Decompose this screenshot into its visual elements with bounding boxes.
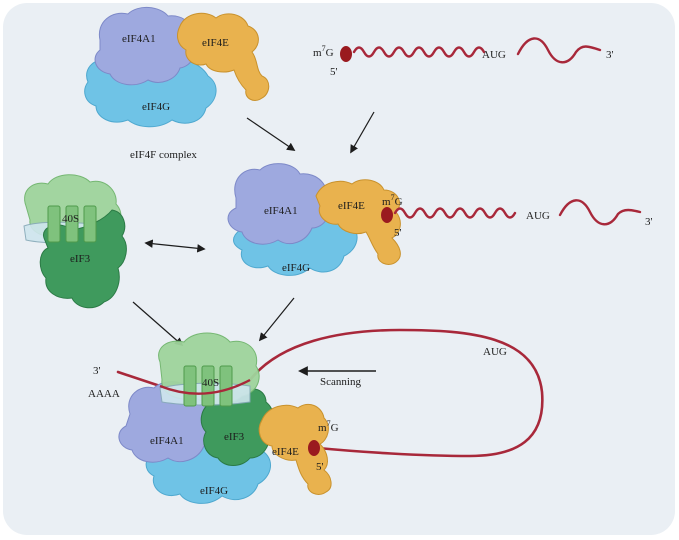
eif4e-blob — [315, 179, 401, 265]
cap-m: m — [313, 47, 322, 59]
eif4e-label: eIF4E — [338, 200, 365, 212]
svg-text:m7G: m7G — [318, 419, 339, 434]
three-prime-label: 3' — [645, 216, 653, 228]
start-codon-label: AUG — [483, 346, 507, 358]
cap-m: m — [318, 422, 327, 434]
eif4f-complex-bound: eIF4A1 eIF4E eIF4G m7G 5' AUG 3' — [227, 163, 653, 276]
eif4f-complex-label: eIF4F complex — [130, 149, 197, 161]
40s-channel-1 — [47, 205, 61, 243]
eif4e-label: eIF4E — [272, 446, 299, 458]
cap-g: G — [326, 47, 334, 59]
eif4a1-label: eIF4A1 — [150, 435, 184, 447]
mrna-wave — [393, 207, 517, 219]
mrna-in-40s — [159, 378, 251, 395]
arrow-bound-to-complex — [258, 297, 295, 342]
eif4e-blob — [258, 403, 332, 495]
start-codon-label: AUG — [482, 49, 506, 61]
start-codon-label: AUG — [526, 210, 550, 222]
eif4g-label: eIF4G — [142, 101, 170, 113]
eif3-label: eIF3 — [224, 431, 245, 443]
scanning-complex: 3' AAAA 40S eIF4A1 eIF3 eIF4E eIF4G AUG … — [88, 328, 544, 504]
cap-m: m — [382, 196, 391, 208]
cap-icon — [340, 46, 352, 62]
eif4g-label: eIF4G — [200, 485, 228, 497]
cap-sup: 7 — [322, 44, 326, 53]
eif4a1-label: eIF4A1 — [122, 33, 156, 45]
polya-label: AAAA — [88, 388, 120, 400]
five-prime-label: 5' — [394, 227, 402, 239]
eif3-label: eIF3 — [70, 253, 91, 265]
three-prime-label: 3' — [606, 49, 614, 61]
cap-sup: 7 — [391, 193, 395, 202]
five-prime-label: 5' — [330, 66, 338, 78]
five-prime-label: 5' — [316, 461, 324, 473]
arrow-mrna-to-cap — [350, 111, 375, 154]
eif4a1-label: eIF4A1 — [264, 205, 298, 217]
40s-channel-1 — [183, 365, 197, 407]
double-arrow — [144, 239, 206, 253]
eif4g-label: eIF4G — [282, 262, 310, 274]
eif4e-blob — [177, 12, 270, 101]
mrna-tail — [558, 199, 642, 226]
40s-channel-3 — [83, 205, 97, 243]
cap-g: G — [331, 422, 339, 434]
cap-sup: 7 — [327, 419, 331, 428]
arrow-complex-to-cap — [246, 117, 296, 151]
svg-text:m7G: m7G — [313, 44, 334, 59]
40s-channel-2 — [201, 365, 215, 407]
40s-eif3-complex: 40S eIF3 — [23, 174, 127, 309]
mrna-tail — [516, 37, 602, 64]
eif4f-complex-top: eIF4A1 eIF4E eIF4G eIF4F complex — [84, 7, 270, 161]
cap-icon — [381, 207, 393, 223]
mrna-top: m7G 5' AUG 3' — [313, 37, 614, 78]
cap-g: G — [395, 196, 403, 208]
three-prime-label: 3' — [93, 365, 101, 377]
arrow-40s-to-complex — [132, 301, 184, 347]
svg-text:m7G: m7G — [382, 193, 403, 208]
40s-label: 40S — [62, 213, 79, 225]
mrna-wave — [352, 46, 486, 58]
cap-icon — [308, 440, 320, 456]
40s-channel-2 — [65, 205, 79, 243]
scanning-label: Scanning — [320, 376, 361, 388]
40s-label: 40S — [202, 377, 219, 389]
40s-channel-3 — [219, 365, 233, 407]
eif4e-label: eIF4E — [202, 37, 229, 49]
